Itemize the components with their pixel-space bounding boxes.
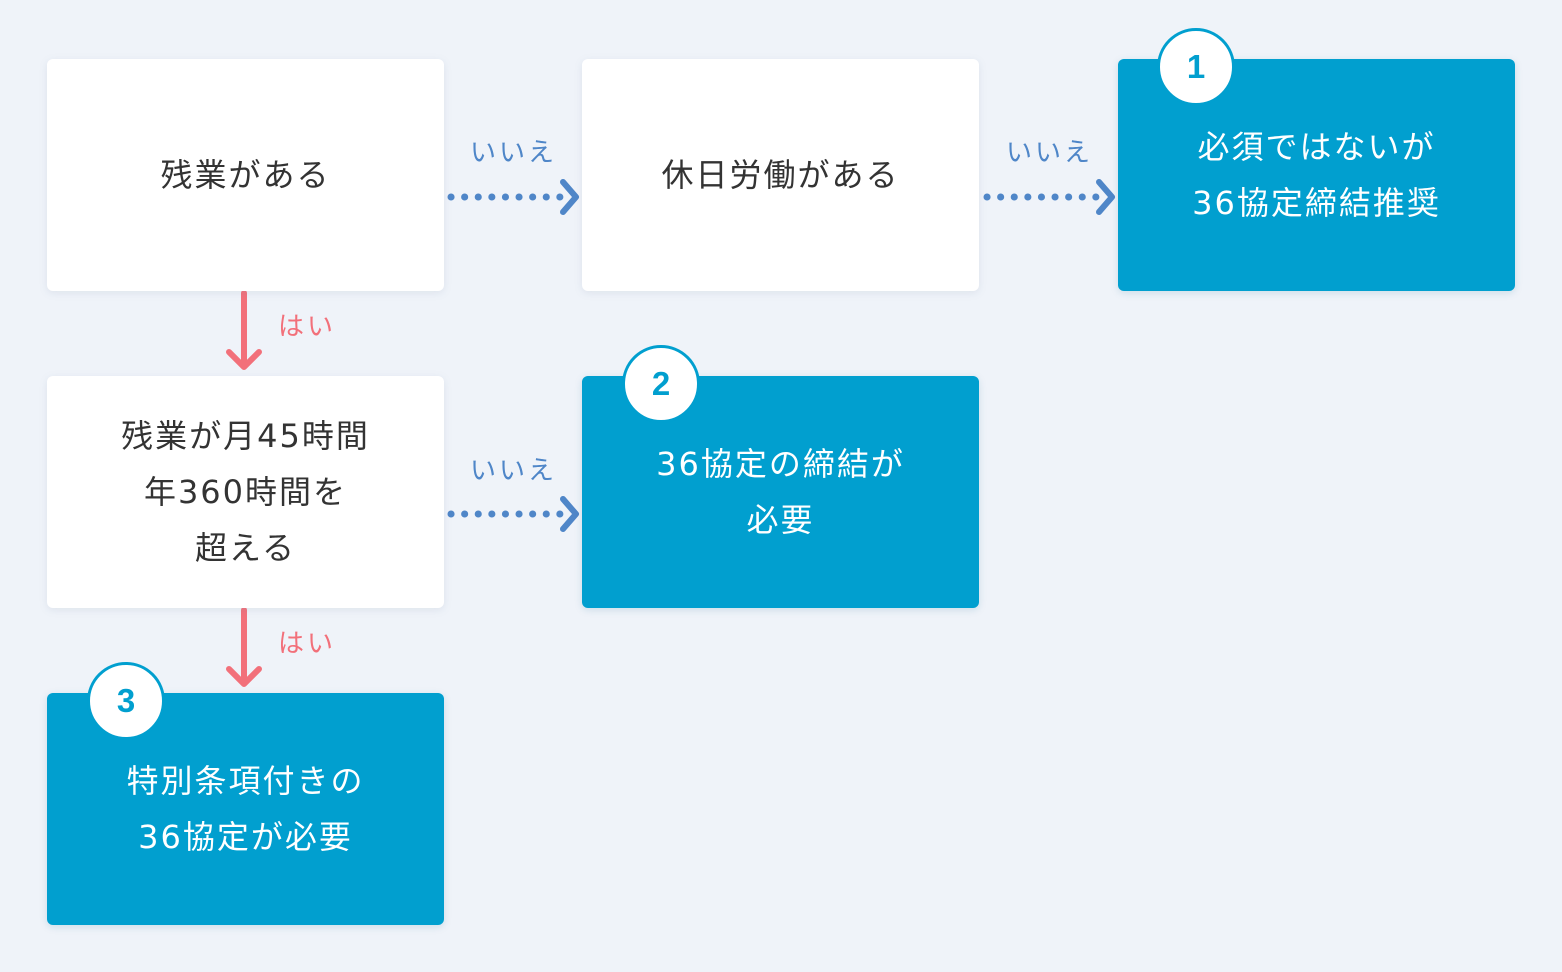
question-text-line: 超える [194, 529, 297, 567]
no-arrow-q2-r1 [983, 179, 1115, 215]
question-text: 休日労働がある [661, 156, 900, 194]
question-box-holiday-work: 休日労働がある [582, 59, 979, 291]
result-box-2: 36協定の締結が 必要 [582, 376, 979, 608]
question-text-line: 残業が月45時間 [121, 417, 370, 455]
question-box-overtime: 残業がある [47, 59, 444, 291]
yes-label-q1: はい [278, 312, 337, 342]
result-text-line: 36協定の締結が [656, 445, 905, 483]
question-text-line: 年360時間を [143, 473, 348, 511]
result-text-line: 36協定が必要 [138, 818, 353, 856]
result-text-line: 36協定締結推奨 [1192, 184, 1441, 222]
question-box-overtime-limit: 残業が月45時間 年360時間を 超える [47, 376, 444, 608]
result-text-line: 必須ではないが [1197, 128, 1436, 166]
no-label-q3: いいえ [470, 456, 558, 486]
question-text: 残業がある [160, 156, 331, 194]
yes-arrow-q1-q3 [226, 290, 262, 370]
result-box-1: 必須ではないが 36協定締結推奨 [1118, 59, 1515, 291]
result-text-line: 特別条項付きの [126, 762, 365, 800]
no-label-q1: いいえ [470, 138, 558, 168]
result-number-badge-2: 2 [622, 345, 700, 423]
yes-arrow-q3-r3 [226, 607, 262, 687]
result-number-badge-3: 3 [87, 662, 165, 740]
yes-label-q3: はい [278, 629, 337, 659]
no-arrow-q3-r2 [447, 496, 579, 532]
result-number-badge-1: 1 [1157, 28, 1235, 106]
no-arrow-q1-q2 [447, 179, 579, 215]
result-text-line: 必要 [746, 501, 815, 539]
no-label-q2: いいえ [1006, 138, 1094, 168]
